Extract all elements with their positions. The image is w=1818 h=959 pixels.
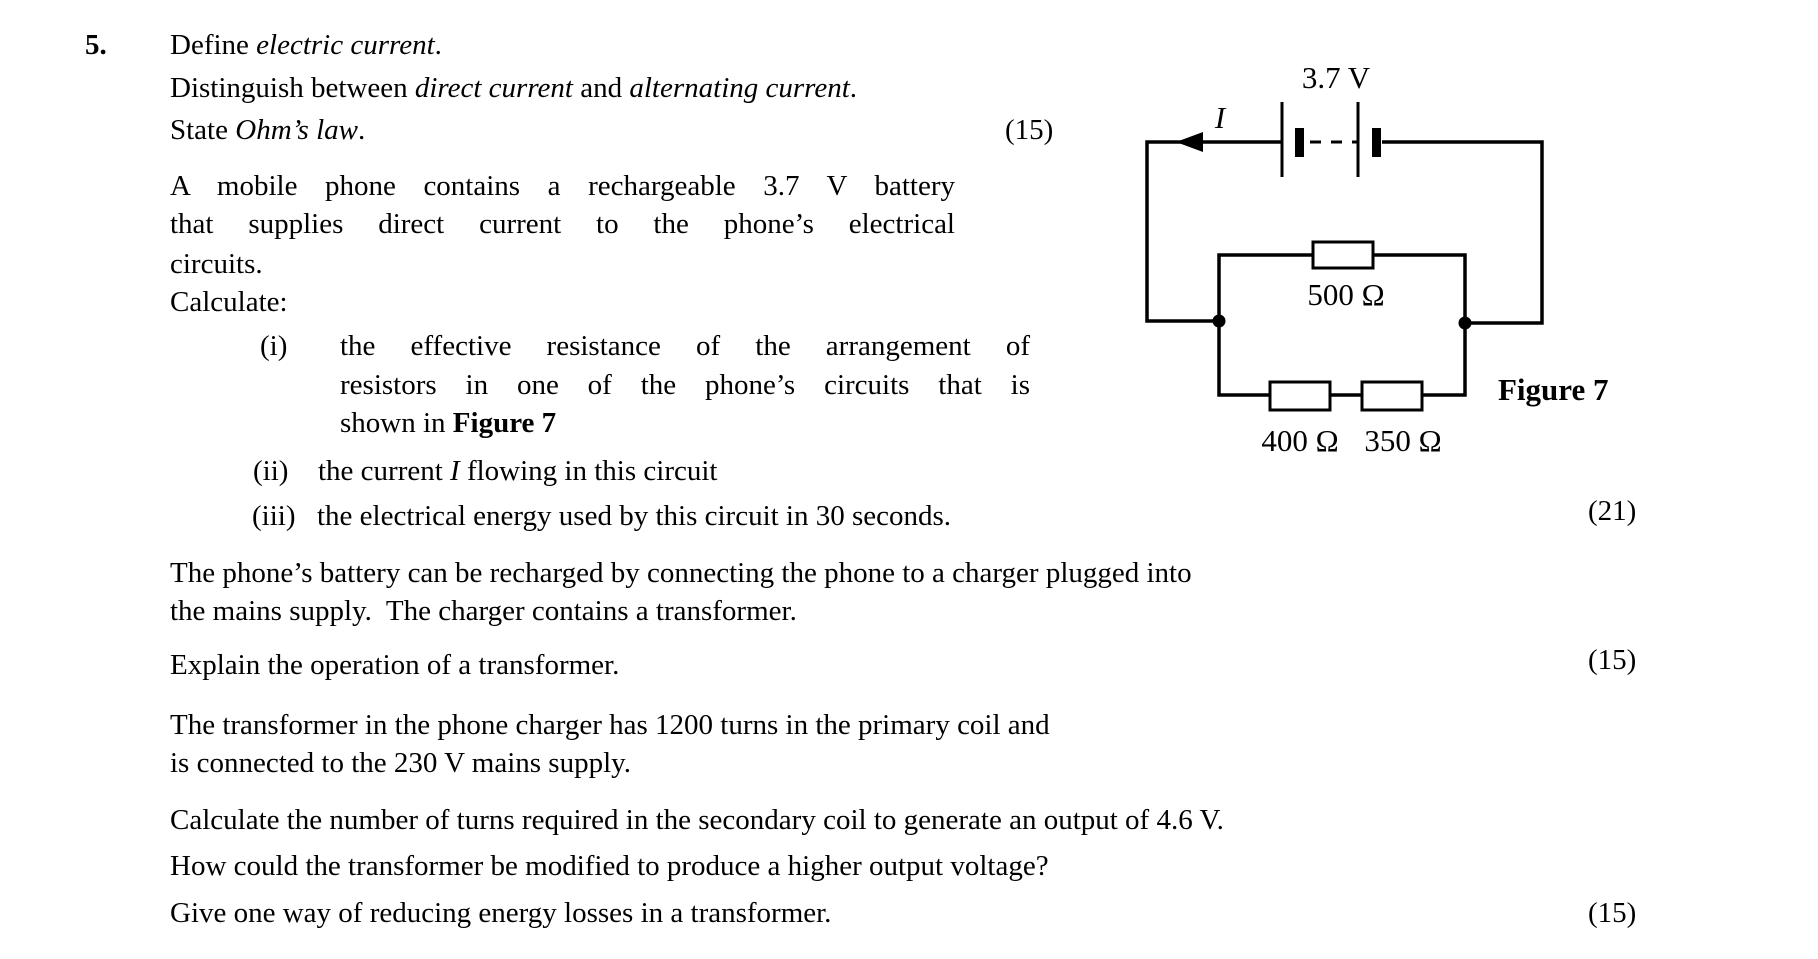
battery-voltage-label: 3.7 V [1302, 60, 1371, 95]
mark-losses: (15) [1588, 897, 1637, 929]
distinguish-line: Distinguish between direct current and a… [170, 69, 857, 107]
calculate-label: Calculate: [170, 286, 288, 318]
current-symbol: I [450, 455, 460, 487]
item-i-line-1: the effective resistance of the arrangem… [340, 330, 1030, 362]
current-arrow-icon [1176, 132, 1203, 152]
define-period: . [434, 29, 442, 61]
battery-para-line-1: A mobile phone contains a rechargeable 3… [170, 170, 955, 202]
item-i-line3-pre: shown in [340, 407, 453, 439]
question-number: 5. [85, 29, 107, 61]
item-i-line-3: shown in Figure 7 [340, 404, 556, 442]
outer-loop-right-wire [1382, 140, 1544, 325]
define-term: electric current [256, 29, 435, 61]
circuit-diagram: 3.7 V I 500 Ω 400 Ω 350 Ω Figure 7 [1145, 60, 1609, 458]
state-pre: State [170, 114, 236, 146]
resistor-500-label: 500 Ω [1307, 277, 1384, 312]
define-pre: Define [170, 29, 257, 61]
item-iii-text: the electrical energy used by this circu… [317, 500, 952, 532]
battery-para-line-2: that supplies direct current to the phon… [170, 208, 955, 240]
resistor-400-label: 400 Ω [1261, 423, 1338, 458]
item-ii-post: flowing in this circuit [459, 455, 718, 487]
current-label: I [1214, 100, 1227, 135]
distinguish-term-dc: direct current [414, 72, 573, 104]
distinguish-pre: Distinguish between [170, 72, 415, 104]
item-ii-numeral: (ii) [253, 455, 289, 487]
define-line: Define electric current. [170, 26, 442, 64]
state-line: State Ohm’s law. [170, 111, 365, 149]
junction-dot-left [1212, 314, 1226, 328]
mark-explain: (15) [1588, 644, 1637, 676]
resistor-box-400 [1268, 380, 1332, 412]
item-i-numeral: (i) [260, 330, 288, 362]
state-period: . [358, 114, 366, 146]
transformer-para-line-2: is connected to the 230 V mains supply. [170, 747, 631, 779]
battery-para-line-3: circuits. [170, 248, 263, 280]
item-ii-text: the current I flowing in this circuit [318, 452, 717, 490]
secondary-coil-line: Calculate the number of turns required i… [170, 804, 1224, 836]
resistor-box-500 [1311, 240, 1375, 270]
transformer-para-line-1: The transformer in the phone charger has… [170, 709, 1050, 741]
mark-state: (15) [1005, 114, 1054, 146]
figure-reference: Figure 7 [452, 407, 557, 439]
distinguish-mid: and [572, 72, 630, 104]
losses-line: Give one way of reducing energy losses i… [170, 897, 832, 929]
state-term: Ohm’s law [235, 114, 358, 146]
modify-line: How could the transformer be modified to… [170, 850, 1049, 882]
parallel-network-wires [1217, 253, 1467, 397]
junction-dot-right [1458, 316, 1472, 330]
item-iii-numeral: (iii) [252, 500, 296, 532]
explain-line: Explain the operation of a transformer. [170, 649, 620, 681]
mark-item-iii: (21) [1588, 495, 1637, 527]
item-ii-pre: the current [318, 455, 451, 487]
distinguish-term-ac: alternating current [629, 72, 850, 104]
resistor-350-label: 350 Ω [1364, 423, 1441, 458]
item-i-line-2: resistors in one of the phone’s circuits… [340, 369, 1030, 401]
figure-caption: Figure 7 [1498, 372, 1609, 407]
recharge-para-line-1: The phone’s battery can be recharged by … [170, 557, 1192, 589]
recharge-para-line-2: the mains supply. The charger contains a… [170, 595, 797, 627]
battery-thick-plate-right [1372, 128, 1381, 157]
battery-thick-plate-left [1295, 128, 1304, 157]
outer-loop-left-wire [1145, 140, 1282, 323]
distinguish-period: . [849, 72, 858, 104]
resistor-box-350 [1360, 380, 1424, 412]
